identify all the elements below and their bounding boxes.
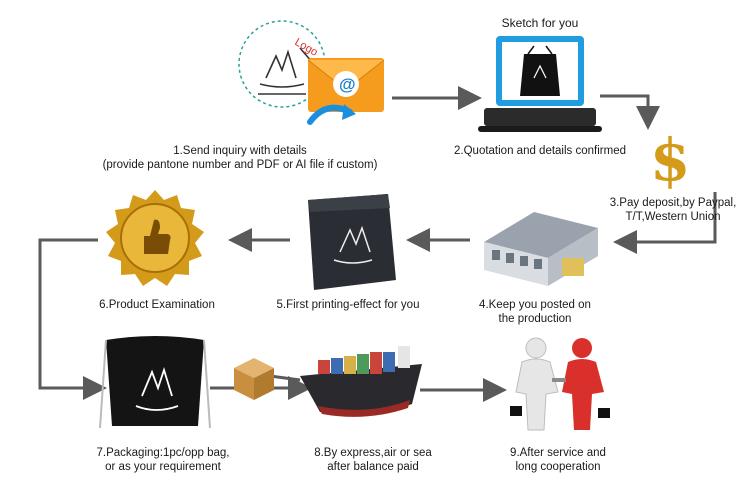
sketch-title: Sketch for you xyxy=(501,16,579,30)
step-4-line2: the production xyxy=(498,313,572,325)
email-icon: @ xyxy=(307,58,385,125)
step-5-line1: 5.First printing-effect for you xyxy=(276,299,420,311)
svg-text:$: $ xyxy=(650,126,688,190)
gold-seal-icon xyxy=(106,190,204,286)
step-8-line2: after balance paid xyxy=(327,461,419,473)
step-8-line1: 8.By express,air or sea xyxy=(314,447,432,459)
arrow-2-to-3 xyxy=(600,94,660,130)
step-3-label: 3.Pay deposit,by Paypal, T/T,Western Uni… xyxy=(600,196,746,224)
laptop-icon xyxy=(478,36,602,132)
arrow-3-to-4 xyxy=(613,192,717,254)
step-7-line1: 7.Packaging:1pc/opp bag, xyxy=(96,447,230,459)
step-1-label: 1.Send inquiry with details (provide pan… xyxy=(90,144,390,172)
step-2-label: 2.Quotation and details confirmed xyxy=(440,144,640,158)
fabric-sample-icon xyxy=(308,194,396,290)
handshake-icon xyxy=(510,337,610,431)
step-9-line1: 9.After service and xyxy=(510,447,606,459)
step-4-line1: 4.Keep you posted on xyxy=(479,299,591,311)
carton-box-icon xyxy=(234,358,274,400)
step-6-line1: 6.Product Examination xyxy=(99,299,215,311)
step-9-label: 9.After service and long cooperation xyxy=(488,446,628,474)
step-5-label: 5.First printing-effect for you xyxy=(258,298,438,312)
factory-icon xyxy=(484,212,598,286)
step-1-line1: 1.Send inquiry with details xyxy=(173,145,307,157)
step-3-line1: 3.Pay deposit,by Paypal, xyxy=(609,197,737,209)
svg-text:@: @ xyxy=(339,75,356,94)
dollar-icon: $ xyxy=(650,126,688,190)
arrow-6-to-7 xyxy=(38,238,107,400)
step-2-line1: 2.Quotation and details confirmed xyxy=(454,145,626,157)
step-6-label: 6.Product Examination xyxy=(82,298,232,312)
step-4-label: 4.Keep you posted on the production xyxy=(460,298,610,326)
step-8-label: 8.By express,air or sea after balance pa… xyxy=(298,446,448,474)
step-7-label: 7.Packaging:1pc/opp bag, or as your requ… xyxy=(78,446,248,474)
cargo-ship-icon xyxy=(300,346,422,417)
step-9-line2: long cooperation xyxy=(515,461,601,473)
step-1-line2: (provide pantone number and PDF or AI fi… xyxy=(102,159,378,171)
step-3-line2: T/T,Western Union xyxy=(625,211,721,223)
step-7-line2: or as your requirement xyxy=(105,461,221,473)
drawstring-bag-icon xyxy=(99,336,211,429)
